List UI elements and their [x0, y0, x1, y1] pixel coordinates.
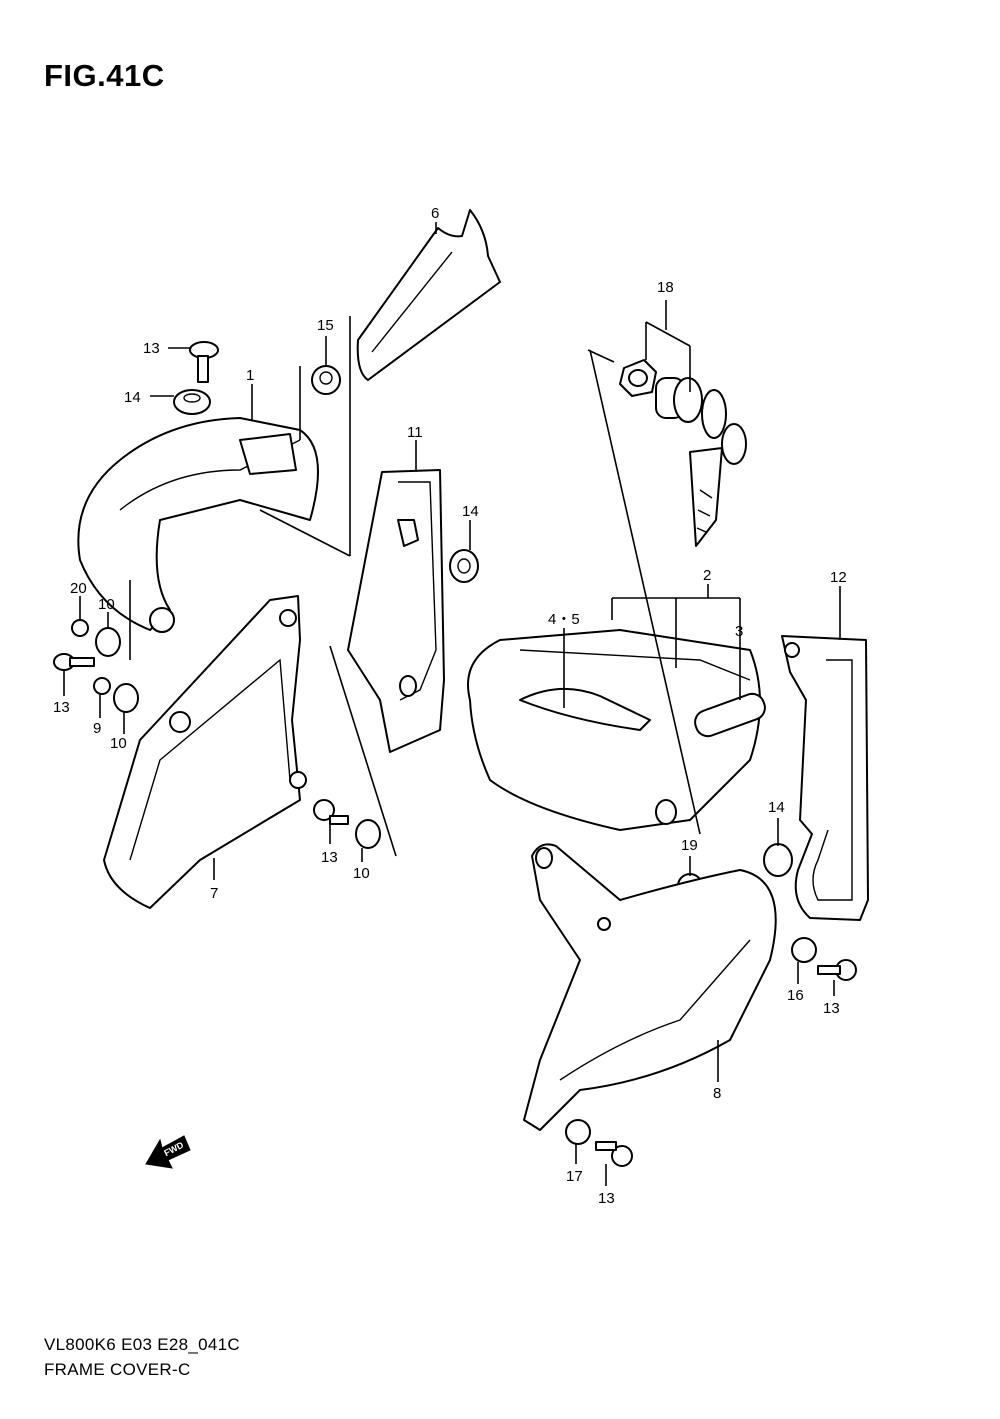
part-15-grommet: [311, 365, 341, 395]
part-7-lower-cover: [103, 595, 307, 909]
callout-4-5: 4・5: [548, 611, 580, 628]
callout-17: 17: [566, 1168, 583, 1185]
part-12-panel: [781, 635, 869, 921]
part-14-grommet-top: [173, 389, 211, 415]
part-10-grommet-b: [113, 683, 139, 713]
forward-arrow-icon: FWD: [145, 1135, 191, 1169]
callout-16: 16: [787, 987, 804, 1004]
part-6-bracket: [356, 209, 501, 381]
figure-name: FRAME COVER-C: [44, 1360, 191, 1379]
part-13-bolt-left: [53, 653, 95, 671]
part-14-grommet-mid: [449, 549, 479, 583]
callout-11: 11: [407, 424, 423, 441]
callout-13-mid: 13: [321, 849, 338, 866]
part-13-bolt-bottom: [595, 1141, 633, 1167]
part-9-washer: [93, 677, 111, 695]
callout-10-c: 10: [353, 865, 370, 882]
figure-code: VL800K6 E03 E28_041C: [44, 1335, 240, 1354]
callout-14-top: 14: [124, 389, 141, 406]
part-13-bolt-top: [189, 341, 219, 383]
part-2-side-cover: [467, 629, 766, 831]
callout-13-right: 13: [823, 1000, 840, 1017]
callout-14-right: 14: [768, 799, 785, 816]
callout-13-bottom: 13: [598, 1190, 615, 1207]
part-1-frame-cover: [77, 417, 319, 633]
part-20-bolt: [71, 619, 89, 637]
part-14-grommet-right: [763, 843, 793, 877]
callout-10-a: 10: [98, 596, 115, 613]
callout-1: 1: [246, 367, 254, 384]
callout-19: 19: [681, 837, 698, 854]
callout-6: 6: [431, 205, 439, 222]
callout-7: 7: [210, 885, 218, 902]
callout-3: 3: [735, 623, 743, 640]
part-13-bolt-mid: [313, 799, 349, 825]
callout-10-b: 10: [110, 735, 127, 752]
part-8-right-cover: [523, 843, 777, 1131]
callout-9: 9: [93, 720, 101, 737]
part-10-grommet-a: [95, 627, 121, 657]
part-10-grommet-c: [355, 819, 381, 849]
figure-title: FIG.41C: [44, 58, 165, 93]
callout-13-top: 13: [143, 340, 160, 357]
callout-12: 12: [830, 569, 847, 586]
callout-8: 8: [713, 1085, 721, 1102]
part-17-grommet: [565, 1119, 591, 1145]
callout-18: 18: [657, 279, 674, 296]
part-13-bolt-right: [817, 959, 857, 981]
callout-2: 2: [703, 567, 711, 584]
callout-15: 15: [317, 317, 334, 334]
part-16-grommet: [791, 937, 817, 963]
part-11-bracket: [347, 469, 445, 753]
callout-14-mid: 14: [462, 503, 479, 520]
part-18-lock-set: [619, 359, 747, 547]
callout-20: 20: [70, 580, 87, 597]
callout-13-left: 13: [53, 699, 70, 716]
